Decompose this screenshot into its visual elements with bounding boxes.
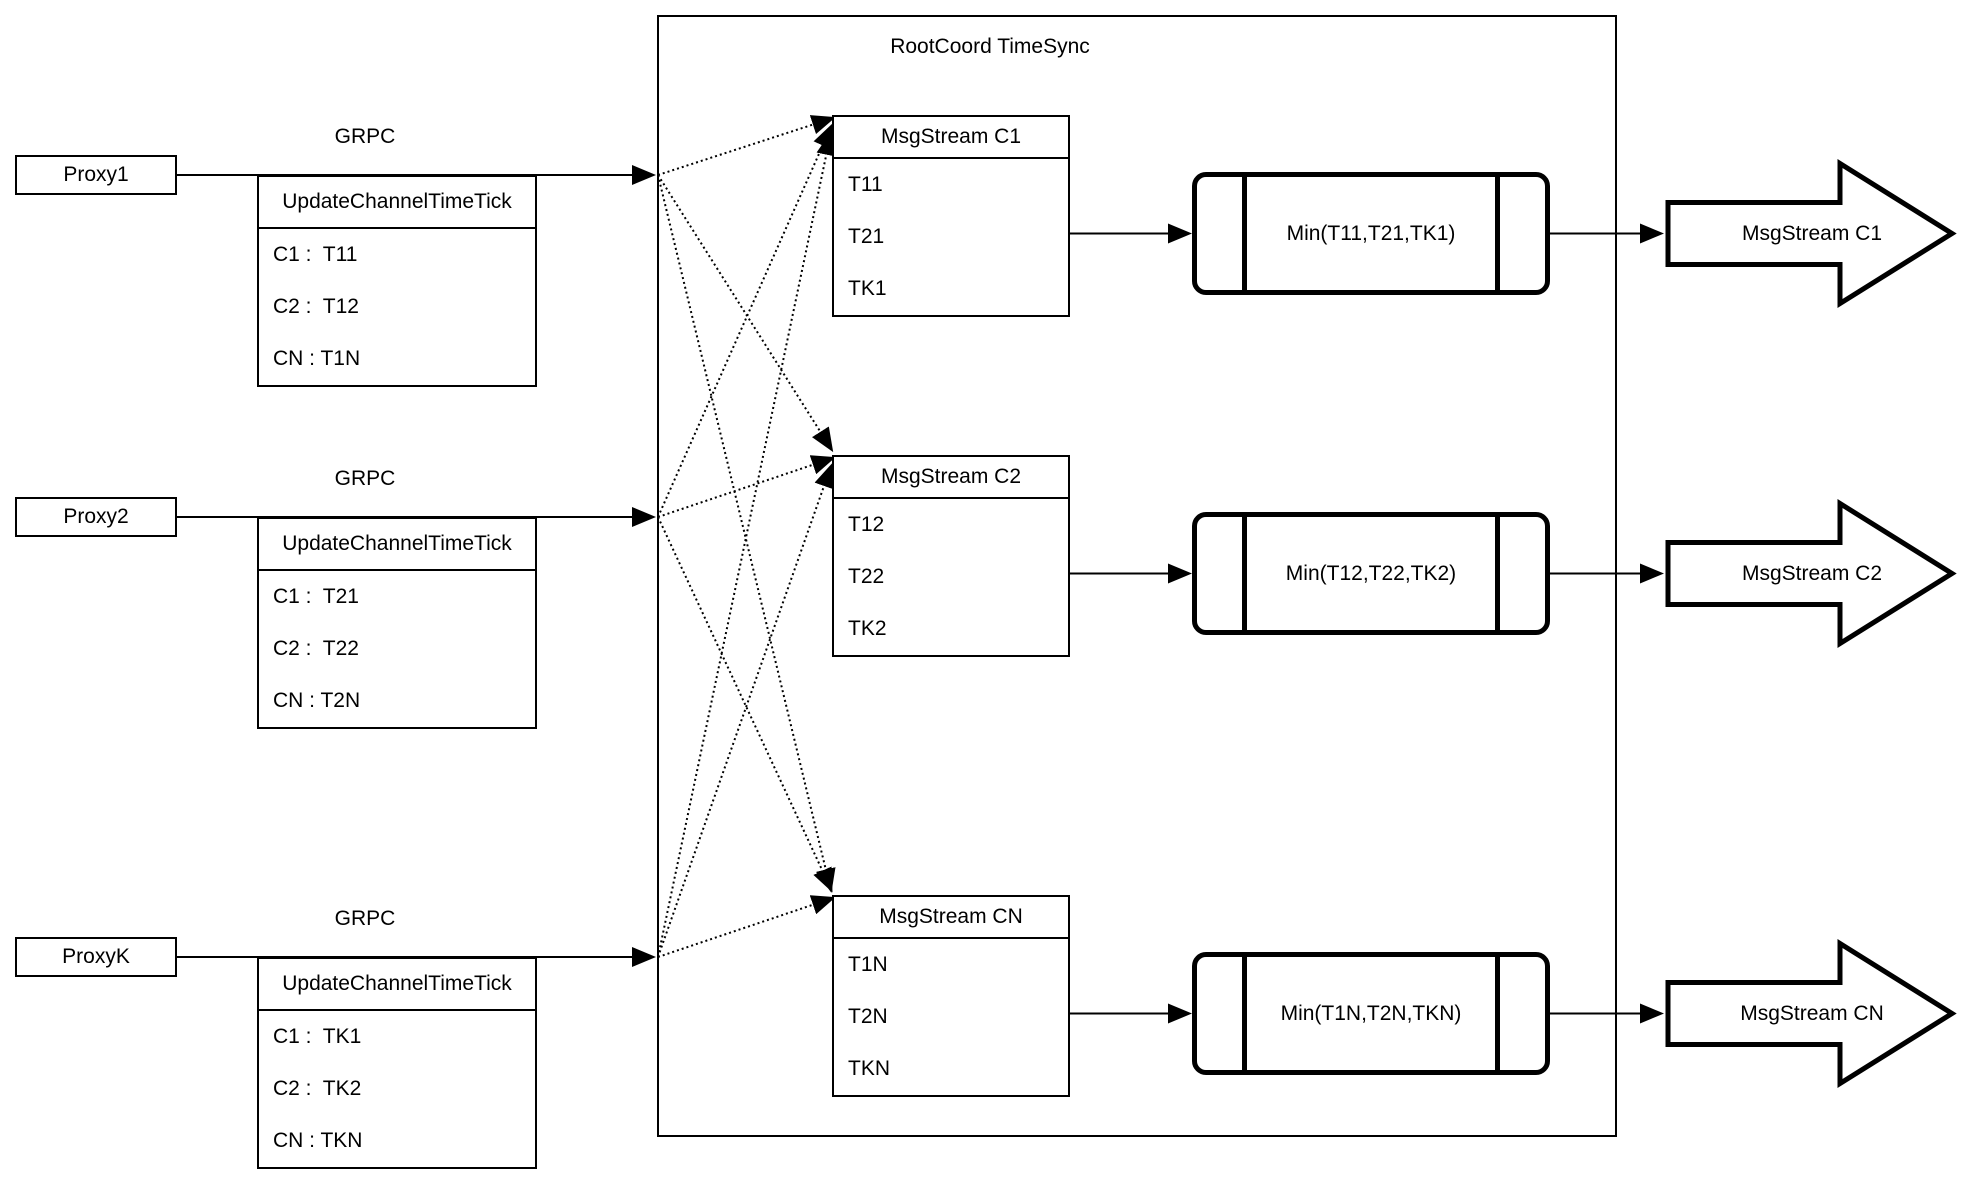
min-box-divider xyxy=(1242,517,1247,630)
min-box-cn: Min(T1N,T2N,TKN) xyxy=(1192,952,1550,1075)
update-channel-timetick-table: UpdateChannelTimeTick C1 : T11 C2 : T12 … xyxy=(257,175,537,387)
grpc-label: GRPC xyxy=(334,125,396,148)
table-header: MsgStream C2 xyxy=(834,457,1068,499)
table-row: T22 xyxy=(848,565,885,588)
min-box-divider xyxy=(1242,957,1247,1070)
min-box-divider xyxy=(1495,517,1500,630)
min-label: Min(T11,T21,TK1) xyxy=(1286,221,1456,245)
table-row: TK1 xyxy=(848,277,887,300)
proxyk-box: ProxyK xyxy=(15,937,177,977)
dotted-proxy2-to-c2 xyxy=(657,455,836,518)
msgstream-output-label-c2: MsgStream C2 xyxy=(1741,562,1883,585)
dotted-proxyk-to-cn xyxy=(657,895,836,958)
dotted-proxy1-to-c2 xyxy=(657,174,834,453)
msgstream-output-label-cn: MsgStream CN xyxy=(1740,1002,1884,1025)
update-channel-timetick-table: UpdateChannelTimeTick C1 : TK1 C2 : TK2 … xyxy=(257,957,537,1169)
output-arrow-shape-c1 xyxy=(1665,158,1957,309)
table-row: C2 : T22 xyxy=(273,637,359,660)
grpc-label: GRPC xyxy=(334,907,396,930)
msgstream-c1-table: MsgStream C1 T11 T21 TK1 xyxy=(832,115,1070,317)
dotted-proxy1-to-c1 xyxy=(657,115,836,176)
update-channel-timetick-table: UpdateChannelTimeTick C1 : T21 C2 : T22 … xyxy=(257,517,537,729)
proxy2-box: Proxy2 xyxy=(15,497,177,537)
min-box-divider xyxy=(1242,177,1247,290)
table-row: T2N xyxy=(848,1005,888,1028)
dotted-proxyk-to-c2 xyxy=(657,463,834,958)
min-box-c2: Min(T12,T22,TK2) xyxy=(1192,512,1550,635)
dotted-proxy2-to-c1 xyxy=(657,123,833,518)
table-row: CN : TKN xyxy=(273,1129,363,1152)
output-arrow-shape-c2 xyxy=(1665,498,1957,649)
dotted-proxyk-to-c1 xyxy=(657,131,837,958)
grpc-label: GRPC xyxy=(334,467,396,490)
msgstream-cn-table: MsgStream CN T1N T2N TKN xyxy=(832,895,1070,1097)
min-label: Min(T12,T22,TK2) xyxy=(1285,561,1457,585)
table-row: T12 xyxy=(848,513,885,536)
min-box-divider xyxy=(1495,177,1500,290)
dotted-proxy2-to-cn xyxy=(657,516,833,893)
output-arrow-shape-cn xyxy=(1665,938,1957,1089)
table-row: C1 : T11 xyxy=(273,243,358,266)
rootcoord-title: RootCoord TimeSync xyxy=(890,35,1090,58)
min-box-c1: Min(T11,T21,TK1) xyxy=(1192,172,1550,295)
table-row: T1N xyxy=(848,953,888,976)
table-row: C2 : T12 xyxy=(273,295,359,318)
table-row: TKN xyxy=(848,1057,890,1080)
table-row: C1 : TK1 xyxy=(273,1025,362,1048)
table-header: UpdateChannelTimeTick xyxy=(259,959,535,1011)
table-row: T11 xyxy=(848,173,883,196)
table-row: C1 : T21 xyxy=(273,585,359,608)
table-row: C2 : TK2 xyxy=(273,1077,362,1100)
msgstream-c2-table: MsgStream C2 T12 T22 TK2 xyxy=(832,455,1070,657)
min-box-divider xyxy=(1495,957,1500,1070)
table-row: CN : T1N xyxy=(273,347,361,370)
proxy1-box: Proxy1 xyxy=(15,155,177,195)
table-header: MsgStream CN xyxy=(834,897,1068,939)
min-label: Min(T1N,T2N,TKN) xyxy=(1280,1001,1462,1025)
table-row: TK2 xyxy=(848,617,887,640)
table-row: T21 xyxy=(848,225,885,248)
table-header: MsgStream C1 xyxy=(834,117,1068,159)
table-header: UpdateChannelTimeTick xyxy=(259,519,535,571)
table-header: UpdateChannelTimeTick xyxy=(259,177,535,229)
table-row: CN : T2N xyxy=(273,689,361,712)
dotted-proxy1-to-cn xyxy=(657,174,836,893)
msgstream-output-label-c1: MsgStream C1 xyxy=(1741,222,1883,245)
